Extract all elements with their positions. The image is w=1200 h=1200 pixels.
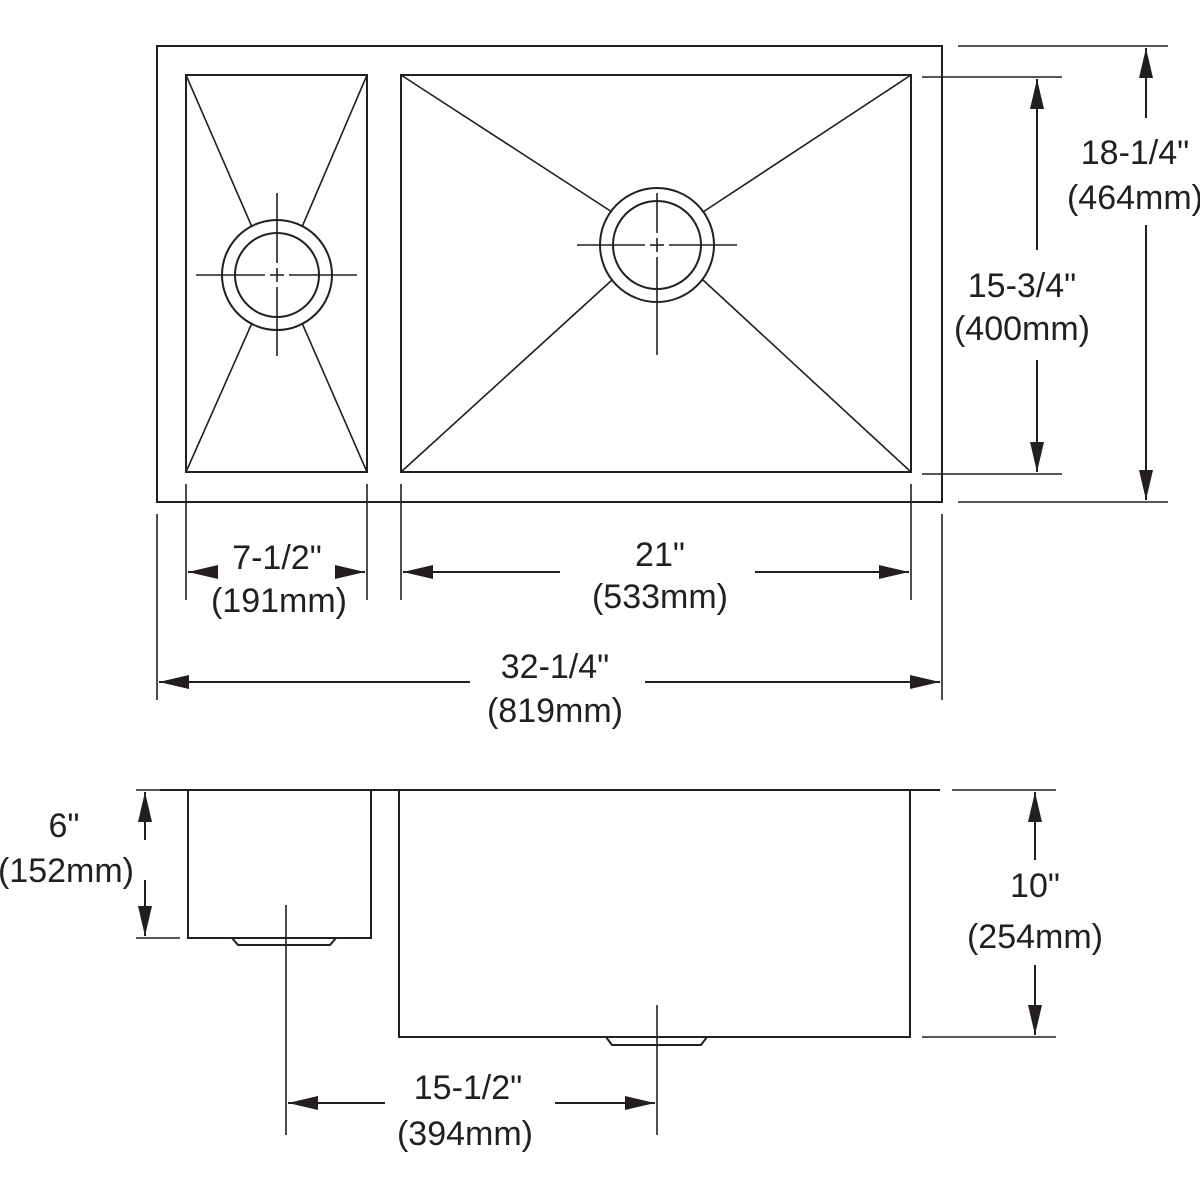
overall-width-metric: (819mm)	[487, 692, 623, 730]
bowl-length-metric: (400mm)	[954, 310, 1090, 348]
large-bowl-width-metric: (533mm)	[592, 578, 728, 616]
overall-length-metric: (464mm)	[1067, 179, 1200, 217]
top-view: 15-3/4" (400mm) 18-1/4" (464mm) 7-1/2" (…	[156, 45, 1200, 730]
drain-spacing-metric: (394mm)	[397, 1115, 533, 1153]
large-bowl-depth-dimension: 10" (254mm)	[967, 792, 1103, 1035]
small-bowl-depth-dimension: 6" (152mm)	[0, 792, 152, 936]
bowl-length-dimension: 15-3/4" (400mm)	[954, 79, 1090, 472]
overall-width-imperial: 32-1/4"	[501, 648, 609, 686]
overall-length-imperial: 18-1/4"	[1081, 134, 1189, 172]
large-bowl-width-dimension: 21" (533mm)	[403, 536, 909, 616]
small-bowl-depth-imperial: 6"	[49, 807, 80, 845]
small-bowl-width-imperial: 7-1/2"	[232, 539, 322, 577]
large-bowl-profile	[398, 790, 911, 1046]
large-bowl	[400, 74, 912, 473]
small-bowl-width-metric: (191mm)	[211, 582, 347, 620]
drain-icon	[196, 193, 357, 356]
extension-lines	[156, 45, 1168, 700]
drain-spacing-dimension: 15-1/2" (394mm)	[288, 1069, 655, 1153]
side-view: 6" (152mm) 10" (254mm) 15-1/2" (394mm)	[0, 789, 1103, 1153]
small-bowl-depth-metric: (152mm)	[0, 852, 134, 890]
large-bowl-depth-imperial: 10"	[1010, 867, 1060, 905]
drain-spacing-imperial: 15-1/2"	[414, 1069, 522, 1107]
large-bowl-depth-metric: (254mm)	[967, 918, 1103, 956]
bowl-length-imperial: 15-3/4"	[968, 267, 1076, 305]
small-bowl-width-dimension: 7-1/2" (191mm)	[188, 539, 365, 620]
sink-outline	[156, 45, 943, 503]
small-bowl-profile	[187, 790, 372, 946]
small-bowl	[185, 74, 368, 473]
overall-width-dimension: 32-1/4" (819mm)	[159, 648, 940, 730]
large-bowl-width-imperial: 21"	[635, 536, 685, 574]
overall-length-dimension: 18-1/4" (464mm)	[1067, 48, 1200, 500]
drain-icon	[577, 187, 737, 355]
